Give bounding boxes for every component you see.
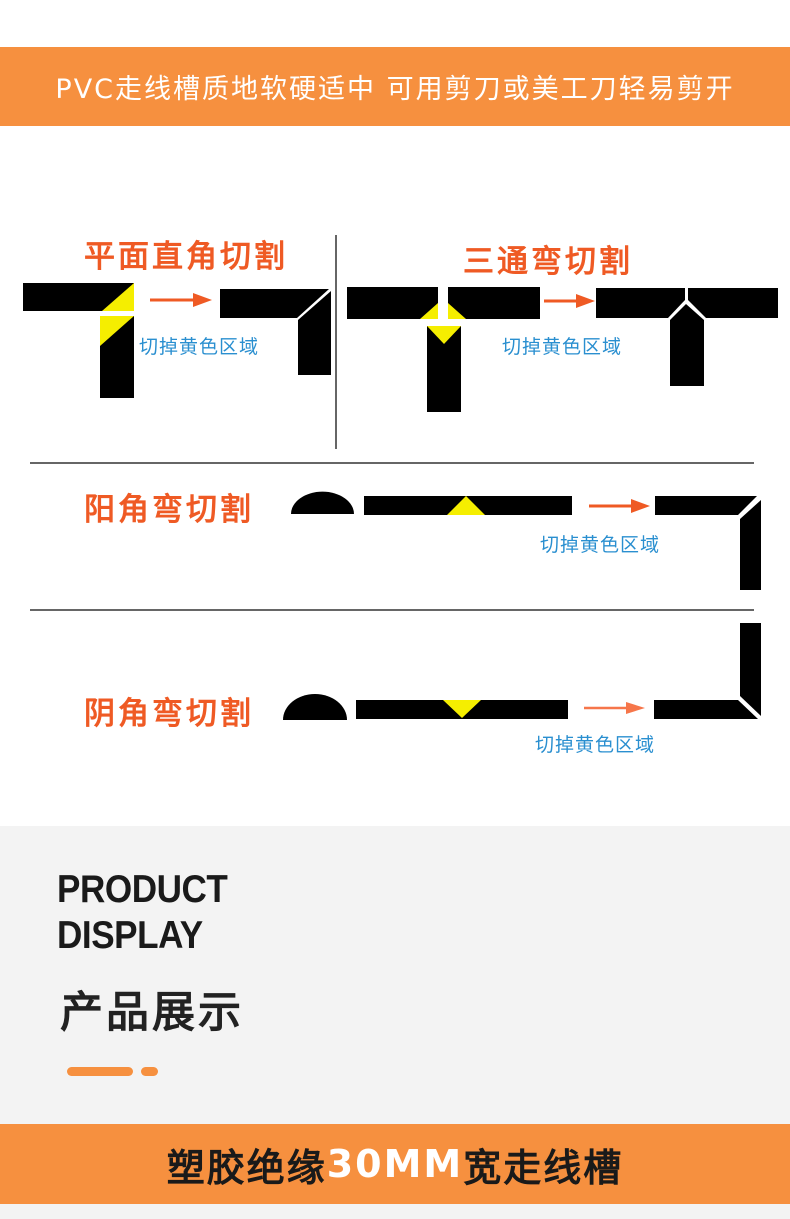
bottom-strip bbox=[0, 1204, 790, 1219]
product-display-en-title: PRODUCT DISPLAY bbox=[57, 867, 228, 959]
arrow-3 bbox=[589, 499, 650, 513]
outer-corner-after bbox=[655, 496, 761, 590]
inner-corner-after bbox=[654, 623, 761, 719]
inner-corner-before bbox=[356, 700, 568, 719]
flat-angle-before bbox=[23, 283, 134, 398]
arrow-4 bbox=[584, 702, 645, 714]
flat-angle-after bbox=[220, 289, 331, 375]
top-banner-text: PVC走线槽质地软硬适中 可用剪刀或美工刀轻易剪开 bbox=[55, 74, 735, 105]
flat-angle-note: 切掉黄色区域 bbox=[139, 336, 260, 358]
inner-corner-note: 切掉黄色区域 bbox=[535, 734, 656, 756]
inner-corner-profile bbox=[283, 694, 347, 720]
decor-dash-short bbox=[141, 1067, 158, 1076]
product-display-cn-title: 产品展示 bbox=[60, 988, 244, 1038]
decor-dash-long bbox=[67, 1067, 133, 1076]
bottom-banner-suffix: 宽走线槽 bbox=[463, 1145, 624, 1190]
outer-corner-title: 阳角弯切割 bbox=[84, 492, 254, 528]
flat-angle-title: 平面直角切割 bbox=[84, 239, 288, 275]
tee-note: 切掉黄色区域 bbox=[502, 336, 623, 358]
en-title-line2: DISPLAY bbox=[57, 914, 203, 957]
cutting-diagrams bbox=[23, 235, 778, 720]
tee-before bbox=[347, 287, 540, 412]
top-banner: PVC走线槽质地软硬适中 可用剪刀或美工刀轻易剪开 bbox=[0, 47, 790, 126]
inner-corner-title: 阴角弯切割 bbox=[84, 696, 254, 732]
bottom-banner-prefix: 塑胶绝缘 bbox=[166, 1145, 327, 1190]
arrow-2 bbox=[544, 294, 595, 308]
tee-after bbox=[596, 288, 778, 386]
outer-corner-before bbox=[364, 496, 572, 515]
en-title-line1: PRODUCT bbox=[57, 868, 228, 911]
bottom-banner: 塑胶绝缘 30MM 宽走线槽 bbox=[0, 1124, 790, 1204]
tee-title: 三通弯切割 bbox=[463, 244, 633, 280]
arrow-1 bbox=[150, 293, 212, 307]
outer-corner-note: 切掉黄色区域 bbox=[540, 534, 661, 556]
outer-corner-profile bbox=[291, 491, 354, 514]
bottom-banner-number: 30MM bbox=[326, 1142, 464, 1186]
